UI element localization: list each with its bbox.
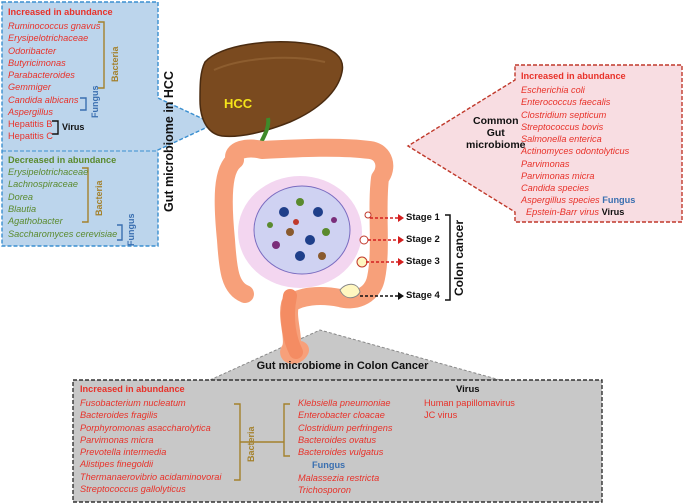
list-item: Actinomyces odontolyticus [521,146,630,157]
list-item: Erysipelotrichaceae [8,33,89,44]
list-item: Blautia [8,203,37,214]
list-item: Alistipes finegoldii [80,459,154,470]
common-bacteria-list: Escherichia coli Enterococcus faecalis C… [521,84,629,195]
list-item: Bacteroides ovatus [298,434,377,445]
stage-3-label: Stage 3 [406,256,440,267]
list-item: Malassezia restricta [298,473,380,483]
list-item: Klebsiella pneumoniae [298,398,391,408]
colon-fungus-list: Malassezia restricta Trichosporon [298,472,379,497]
hcc-virus-label: Virus [62,122,85,132]
list-item: Ruminococcus gnavus [8,21,101,31]
list-item: Parvimonas micra [521,171,595,182]
hcc-decreased-fungus-label: Fungus [126,213,136,247]
list-item: Bacteroides vulgatus [298,447,384,458]
list-item: Porphyromonas asaccharolytica [80,422,211,433]
list-item: Saccharomyces cerevisiae [8,229,118,239]
hcc-liver-label: HCC [224,96,253,111]
list-item: Parvimonas micra [80,434,154,445]
list-item: Clostridium perfringens [298,422,393,433]
stage-1-label: Stage 1 [406,212,440,223]
list-item: Human papillomavirus [424,398,515,408]
list-item: Candida albicans [8,95,79,105]
list-item: Erysipelotrichaceae [8,167,89,177]
list-item: Fusobacterium nucleatum [80,398,186,408]
list-item: JC virus [424,410,458,421]
list-item: Enterococcus faecalis [521,97,611,108]
list-item: Trichosporon [298,485,351,496]
hcc-decreased-bacteria-list: Erysipelotrichaceae Lachnospiraceae Dore… [8,166,88,227]
colon-virus-label: Virus [456,384,480,395]
colon-fungus-label: Fungus [312,460,346,470]
colon-bacteria-list-1: Fusobacterium nucleatum Bacteroides frag… [80,397,221,495]
list-item: Escherichia coli [521,85,585,95]
colon-bacteria-label: Bacteria [246,426,256,462]
hcc-decreased-bacteria-label: Bacteria [94,180,104,216]
list-item: Parabacteroides [8,70,75,81]
list-item: Hepatitis B [8,119,53,129]
list-item: Butyricimonas [8,57,66,68]
stage-2-label: Stage 2 [406,234,440,245]
hcc-title: Gut microbiome in HCC [162,71,176,212]
colon-virus-list: Human papillomavirus JC virus [424,397,515,422]
colon-bacteria-list-2: Klebsiella pneumoniae Enterobacter cloac… [298,397,392,458]
list-item: Agathobacter [8,216,63,227]
microbe-cluster [267,198,337,261]
list-item: Salmonella enterica [521,134,602,145]
colon-title: Gut microbiome in Colon Cancer [256,360,429,372]
list-item: Enterobacter cloacae [298,410,385,421]
hcc-panel [1,1,216,247]
hcc-bacteria-label: Bacteria [110,46,120,82]
list-item: Streptococcus gallolyticus [80,484,186,495]
hcc-decreased-header: Decreased in abundance [8,155,117,165]
list-item: Odoribacter [8,45,57,56]
hcc-increased-virus-list: Hepatitis B Hepatitis C [8,118,53,143]
stage-4-label: Stage 4 [406,290,440,301]
list-item: Aspergillus [8,107,53,118]
list-item: Dorea [8,191,34,202]
hcc-increased-fungus-list: Candida albicans Aspergillus [8,94,79,119]
colon-header: Increased in abundance [80,384,185,394]
common-virus-row: Epstein-Barr virus Virus [526,207,625,217]
hcc-increased-header: Increased in abundance [8,7,113,17]
colon-panel [72,379,603,503]
common-header: Increased in abundance [521,71,626,81]
list-item: Hepatitis C [8,131,53,142]
list-item: Thermanaerovibrio acidaminovorai [80,471,222,482]
colon-panel-connector [209,329,501,381]
list-item: Parvimonas [521,158,570,169]
list-item: Lachnospiraceae [8,179,78,190]
list-item: Gemmiger [8,82,51,93]
list-item: Clostridium septicum [521,109,607,120]
common-panel [406,64,683,223]
common-title: Common Gut microbiome [466,115,526,151]
list-item: Streptococcus bovis [521,121,604,132]
list-item: Bacteroides fragilis [80,410,158,421]
common-fungus-row: Aspergillus species Fungus [521,195,636,205]
hcc-decreased-fungus-list: Saccharomyces cerevisiae [8,228,117,240]
list-item: Candida species [521,183,589,194]
list-item: Prevotella intermedia [80,447,167,458]
liver-illustration [199,41,344,138]
hcc-fungus-label: Fungus [90,85,100,119]
hcc-increased-bacteria-list: Ruminococcus gnavus Erysipelotrichaceae … [8,20,100,94]
colon-cancer-label: Colon cancer [452,219,466,296]
